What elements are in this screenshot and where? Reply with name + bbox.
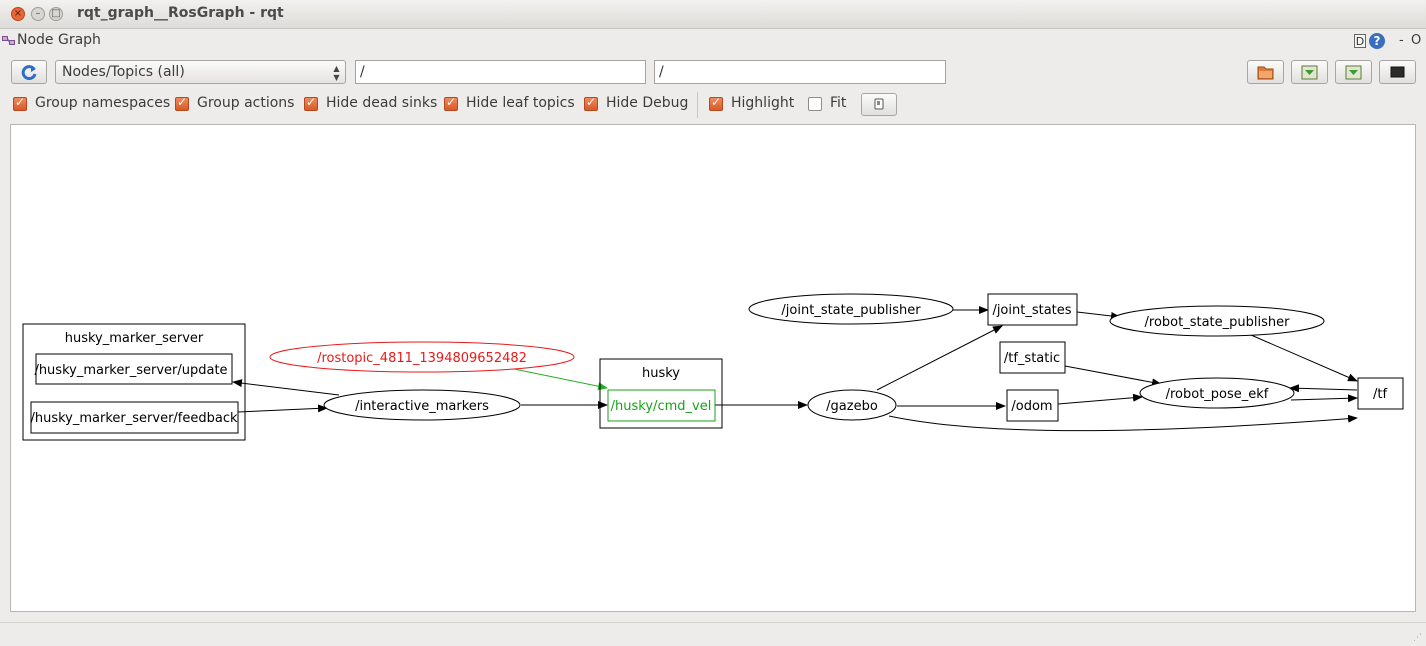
checkmark-icon: ✓ [306, 95, 317, 109]
open-folder-icon [1257, 66, 1274, 80]
fit-label: Fit [830, 95, 847, 111]
title-bar: × – □ rqt_graph__RosGraph - rqt [0, 0, 1426, 29]
cluster-husky-marker-server: husky_marker_server [22, 323, 246, 441]
edge-feedback-to-interactive-markers [237, 404, 328, 413]
hide-debug-label: Hide Debug [606, 95, 689, 111]
topic-label: /tf_static [1004, 351, 1060, 366]
graph-edges [232, 306, 1358, 432]
node-label: /robot_pose_ekf [1166, 387, 1269, 402]
plugin-minimize-button[interactable]: - [1399, 33, 1404, 48]
topic-tf[interactable]: /tf [1357, 377, 1404, 410]
topic-label: /tf [1373, 387, 1387, 402]
save-image-icon [1345, 65, 1362, 80]
checkmark-icon: ✓ [446, 95, 457, 109]
fit-checkbox[interactable] [808, 97, 822, 111]
topic-tf-static[interactable]: /tf_static [999, 341, 1066, 374]
edge-gazebo-to-joint-states [876, 325, 1003, 391]
status-bar: ⋰ [0, 622, 1426, 646]
fit-in-view-button[interactable] [861, 93, 897, 116]
fit-view-icon [874, 98, 884, 110]
topic-husky-marker-server-update[interactable]: /husky_marker_server/update [34, 353, 233, 385]
edge-interactive-markers-to-update [232, 379, 340, 396]
checkmark-icon: ✓ [177, 95, 188, 109]
topic-label: /odom [1011, 399, 1052, 414]
edge-odom-to-robot-pose-ekf [1057, 393, 1143, 405]
node-label: /joint_state_publisher [781, 303, 921, 318]
edge-robot-pose-ekf-to-tf [1290, 394, 1358, 403]
node-filter-input[interactable] [355, 60, 646, 84]
node-label: /robot_state_publisher [1145, 315, 1291, 330]
node-robot-state-publisher[interactable]: /robot_state_publisher [1109, 305, 1325, 337]
checkmark-icon: ✓ [711, 95, 722, 109]
node-rostopic[interactable]: /rostopic_4811_1394809652482 [269, 341, 575, 373]
hide-debug-checkbox[interactable]: ✓ [584, 95, 598, 111]
checkmark-icon: ✓ [586, 95, 597, 109]
cluster-husky: husky [599, 358, 723, 429]
hide-dead-sinks-checkbox[interactable]: ✓ [304, 95, 318, 111]
hide-leaf-topics-checkbox[interactable]: ✓ [444, 95, 458, 111]
graph-canvas[interactable]: husky_marker_server husky /husky_marker_… [10, 124, 1416, 612]
topic-filter-input[interactable] [654, 60, 946, 84]
graph-type-select[interactable]: Nodes/Topics (all) ▲▼ [55, 60, 346, 84]
edge-joint-states-to-robot-state-publisher [1076, 311, 1121, 320]
node-label: /interactive_markers [355, 399, 489, 414]
node-joint-state-publisher[interactable]: /joint_state_publisher [748, 293, 954, 325]
node-label: /gazebo [826, 399, 878, 414]
options-separator [697, 92, 698, 118]
dock-toggle-button[interactable]: D [1354, 34, 1366, 48]
graph-svg: husky_marker_server husky /husky_marker_… [22, 293, 1404, 441]
edge-tf-to-robot-pose-ekf [1289, 384, 1358, 393]
highlight-label: Highlight [731, 95, 795, 111]
group-actions-checkbox[interactable]: ✓ [175, 95, 189, 111]
resize-grip-icon[interactable]: ⋰ [1413, 633, 1422, 643]
save-svg-button[interactable] [1335, 60, 1372, 84]
window-title: rqt_graph__RosGraph - rqt [77, 5, 284, 21]
save-dot-button[interactable] [1291, 60, 1328, 84]
node-gazebo[interactable]: /gazebo [807, 389, 897, 421]
topic-husky-cmd-vel[interactable]: /husky/cmd_vel [607, 389, 716, 422]
plugin-icon [2, 36, 15, 45]
topic-label: /husky_marker_server/update [34, 363, 227, 378]
refresh-icon [21, 65, 37, 81]
save-icon [1301, 65, 1318, 80]
topic-odom[interactable]: /odom [1006, 389, 1059, 422]
edge-tf-static-to-robot-pose-ekf [1064, 365, 1162, 387]
checkmark-icon: ✓ [15, 95, 26, 109]
edge-gazebo-to-tf [888, 414, 1358, 432]
edge-robot-state-publisher-to-tf [1250, 334, 1358, 382]
group-namespaces-label: Group namespaces [35, 95, 171, 111]
highlight-checkbox[interactable]: ✓ [709, 95, 723, 111]
refresh-button[interactable] [11, 60, 47, 84]
save-image-button[interactable] [1379, 60, 1416, 84]
screenshot-icon [1390, 66, 1405, 78]
plugin-title: Node Graph [17, 32, 101, 48]
hide-dead-sinks-label: Hide dead sinks [326, 95, 438, 111]
topic-joint-states[interactable]: /joint_states [987, 293, 1078, 326]
node-label: /rostopic_4811_1394809652482 [317, 351, 527, 366]
help-icon[interactable]: ? [1369, 33, 1385, 49]
topic-label: /husky/cmd_vel [611, 399, 712, 414]
cluster-label: husky [642, 366, 680, 381]
plugin-close-button[interactable]: O [1411, 33, 1422, 48]
combo-arrows-icon: ▲▼ [332, 64, 341, 82]
graph-type-value: Nodes/Topics (all) [62, 64, 185, 80]
topic-husky-marker-server-feedback[interactable]: /husky_marker_server/feedback [30, 401, 239, 434]
group-namespaces-checkbox[interactable]: ✓ [13, 95, 27, 111]
group-actions-label: Group actions [197, 95, 295, 111]
edge-rostopic-to-cmd-vel [513, 368, 608, 391]
node-interactive-markers[interactable]: /interactive_markers [323, 389, 521, 421]
window-close-button[interactable]: × [11, 7, 25, 21]
hide-leaf-topics-label: Hide leaf topics [466, 95, 575, 111]
topic-label: /joint_states [992, 303, 1071, 318]
window-maximize-button[interactable]: □ [49, 7, 63, 21]
window-minimize-button[interactable]: – [31, 7, 45, 21]
node-robot-pose-ekf[interactable]: /robot_pose_ekf [1139, 377, 1295, 409]
cluster-label: husky_marker_server [65, 331, 204, 346]
topic-label: /husky_marker_server/feedback [30, 411, 237, 426]
load-dot-button[interactable] [1247, 60, 1284, 84]
